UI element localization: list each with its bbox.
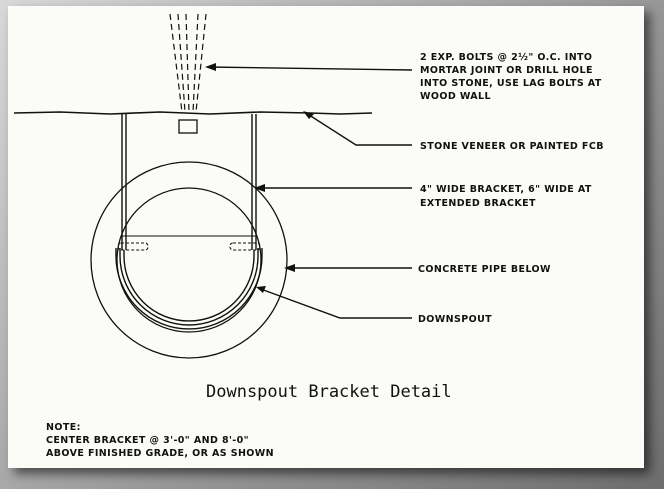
leader-arrows [205, 63, 314, 293]
drawing-title: Downspout Bracket Detail [206, 382, 452, 402]
concrete-pipe [90, 161, 288, 359]
veneer-callout: STONE VENEER OR PAINTED FCB [420, 141, 604, 152]
bolt-dashed-lines [169, 13, 207, 113]
bracket-callout: 4" WIDE BRACKET, 6" WIDE AT EXTENDED BRA… [420, 184, 596, 209]
wall-line [13, 111, 373, 115]
bolts-callout: 2 EXP. BOLTS @ 2½" O.C. INTO MORTAR JOIN… [420, 52, 605, 102]
pipe-callout: CONCRETE PIPE BELOW [418, 264, 551, 275]
downspout-callout: DOWNSPOUT [418, 314, 492, 325]
bracket-slots [117, 242, 261, 251]
leader-lines [207, 66, 413, 319]
bracket-outline [115, 114, 263, 330]
note-block: NOTE: CENTER BRACKET @ 3'-0" AND 8'-0" A… [46, 422, 274, 459]
bolt-head [178, 119, 198, 134]
drawing-sheet [8, 6, 644, 468]
